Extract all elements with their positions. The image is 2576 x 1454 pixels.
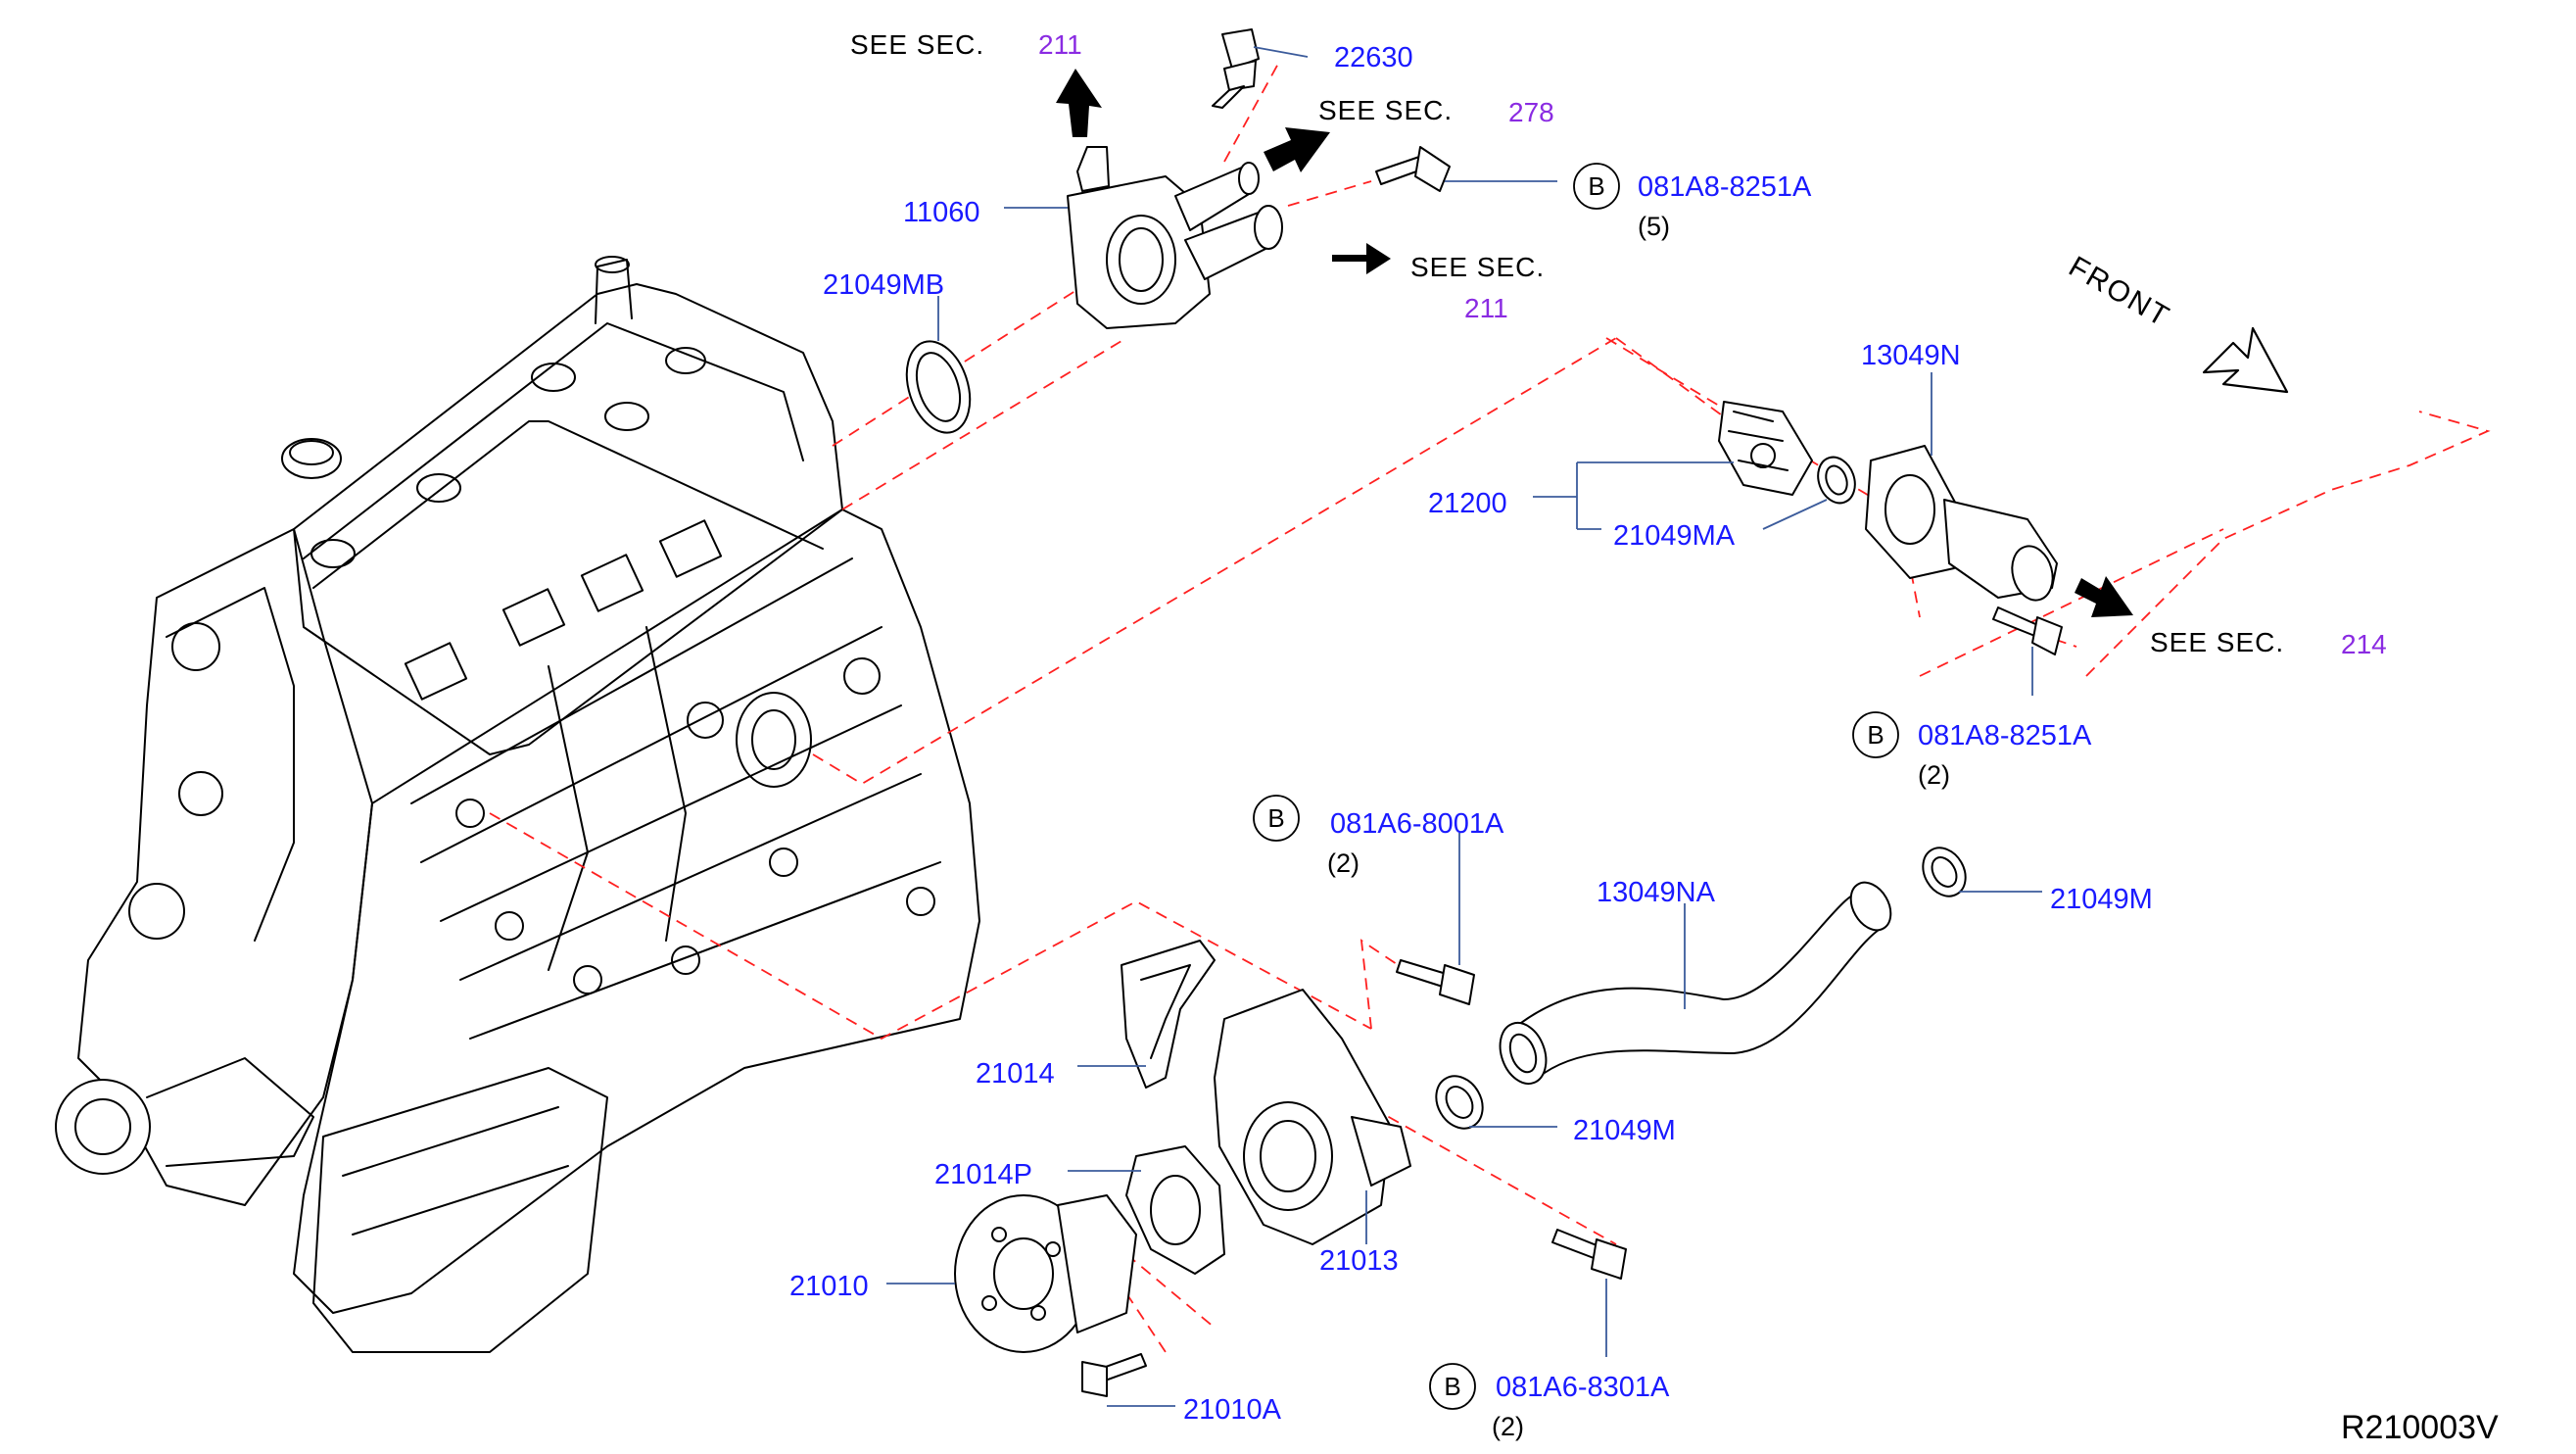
section-ref-number[interactable]: 278: [1508, 97, 1554, 127]
section-ref-text: SEE SEC.: [2150, 627, 2284, 657]
gasket-icon[interactable]: [1121, 940, 1216, 1089]
bolt-part-label[interactable]: 081A8-8251A: [1638, 171, 1812, 203]
svg-text:B: B: [1588, 171, 1604, 201]
bolt-quantity: (2): [1327, 848, 1360, 878]
water-inlet-housing[interactable]: [1865, 445, 2059, 605]
gasket-icon[interactable]: [1915, 840, 1975, 903]
arrow-icon: [1056, 69, 1102, 137]
bolt-quantity: (2): [1918, 760, 1950, 790]
section-ref-text: SEE SEC.: [850, 29, 984, 60]
part-label-21049M-upper[interactable]: 21049M: [2050, 884, 2153, 915]
section-ref-number[interactable]: 211: [1038, 29, 1082, 60]
temperature-sensor[interactable]: [1212, 28, 1260, 109]
section-ref-number[interactable]: 211: [1464, 293, 1508, 323]
diagram-code: R210003V: [2341, 1409, 2499, 1446]
bolt-callout-circle: B: [1573, 163, 1620, 210]
svg-text:B: B: [1867, 720, 1884, 750]
water-pump[interactable]: [954, 1194, 1137, 1353]
front-label: FRONT: [2064, 250, 2176, 333]
part-label-21049M-lower[interactable]: 21049M: [1573, 1115, 1676, 1146]
part-label-13049N[interactable]: 13049N: [1861, 340, 1961, 371]
part-label-21010[interactable]: 21010: [789, 1271, 869, 1302]
part-label-21014P[interactable]: 21014P: [934, 1159, 1032, 1190]
bolt-icon[interactable]: [1551, 1229, 1627, 1280]
arrow-icon: [1264, 127, 1330, 172]
bolt-callout-circle: B: [1852, 711, 1899, 758]
section-ref-number[interactable]: 214: [2341, 629, 2387, 659]
part-label-21049MB[interactable]: 21049MB: [823, 269, 944, 301]
bolt-icon[interactable]: [1396, 959, 1475, 1005]
part-label-21010A[interactable]: 21010A: [1183, 1394, 1282, 1426]
arrow-icon: [2075, 576, 2133, 617]
leader-lines: [886, 46, 2042, 1407]
section-ref-text: SEE SEC.: [1410, 252, 1545, 282]
water-pump-housing[interactable]: [1214, 989, 1411, 1245]
part-label-13049NA[interactable]: 13049NA: [1597, 877, 1716, 908]
bolt-quantity: (2): [1492, 1412, 1524, 1441]
bolt-icon[interactable]: [1081, 1353, 1147, 1397]
gasket-icon[interactable]: [1125, 1145, 1225, 1275]
gasket-icon[interactable]: [1812, 452, 1861, 508]
part-label-21049MA[interactable]: 21049MA: [1613, 520, 1736, 552]
svg-text:B: B: [1267, 803, 1284, 833]
bolt-quantity: (5): [1638, 212, 1670, 241]
bolt-icon[interactable]: [1375, 146, 1451, 192]
front-arrow-icon: [2202, 326, 2289, 394]
gasket-icon[interactable]: [1427, 1068, 1492, 1137]
svg-text:B: B: [1444, 1372, 1460, 1401]
part-label-11060[interactable]: 11060: [903, 197, 980, 228]
bolt-callout-circle: B: [1429, 1363, 1476, 1410]
engine-block-illustration: [55, 256, 980, 1353]
part-label-21013[interactable]: 21013: [1319, 1245, 1399, 1277]
water-outlet-housing[interactable]: [1067, 146, 1283, 329]
bolt-icon[interactable]: [1992, 606, 2063, 655]
thermostat[interactable]: [1718, 401, 1813, 496]
part-label-22630[interactable]: 22630: [1334, 42, 1413, 73]
water-pipe[interactable]: [1492, 875, 1898, 1090]
bolt-callout-circle: B: [1253, 795, 1300, 842]
part-label-21200[interactable]: 21200: [1428, 488, 1507, 519]
gasket-icon[interactable]: [896, 333, 981, 441]
bolt-part-label[interactable]: 081A6-8001A: [1330, 808, 1504, 840]
part-label-21014[interactable]: 21014: [976, 1058, 1055, 1090]
arrow-icon: [1332, 243, 1391, 274]
section-ref-text: SEE SEC.: [1318, 95, 1453, 125]
bolt-part-label[interactable]: 081A6-8301A: [1496, 1372, 1670, 1403]
bolt-part-label[interactable]: 081A8-8251A: [1918, 720, 2092, 751]
